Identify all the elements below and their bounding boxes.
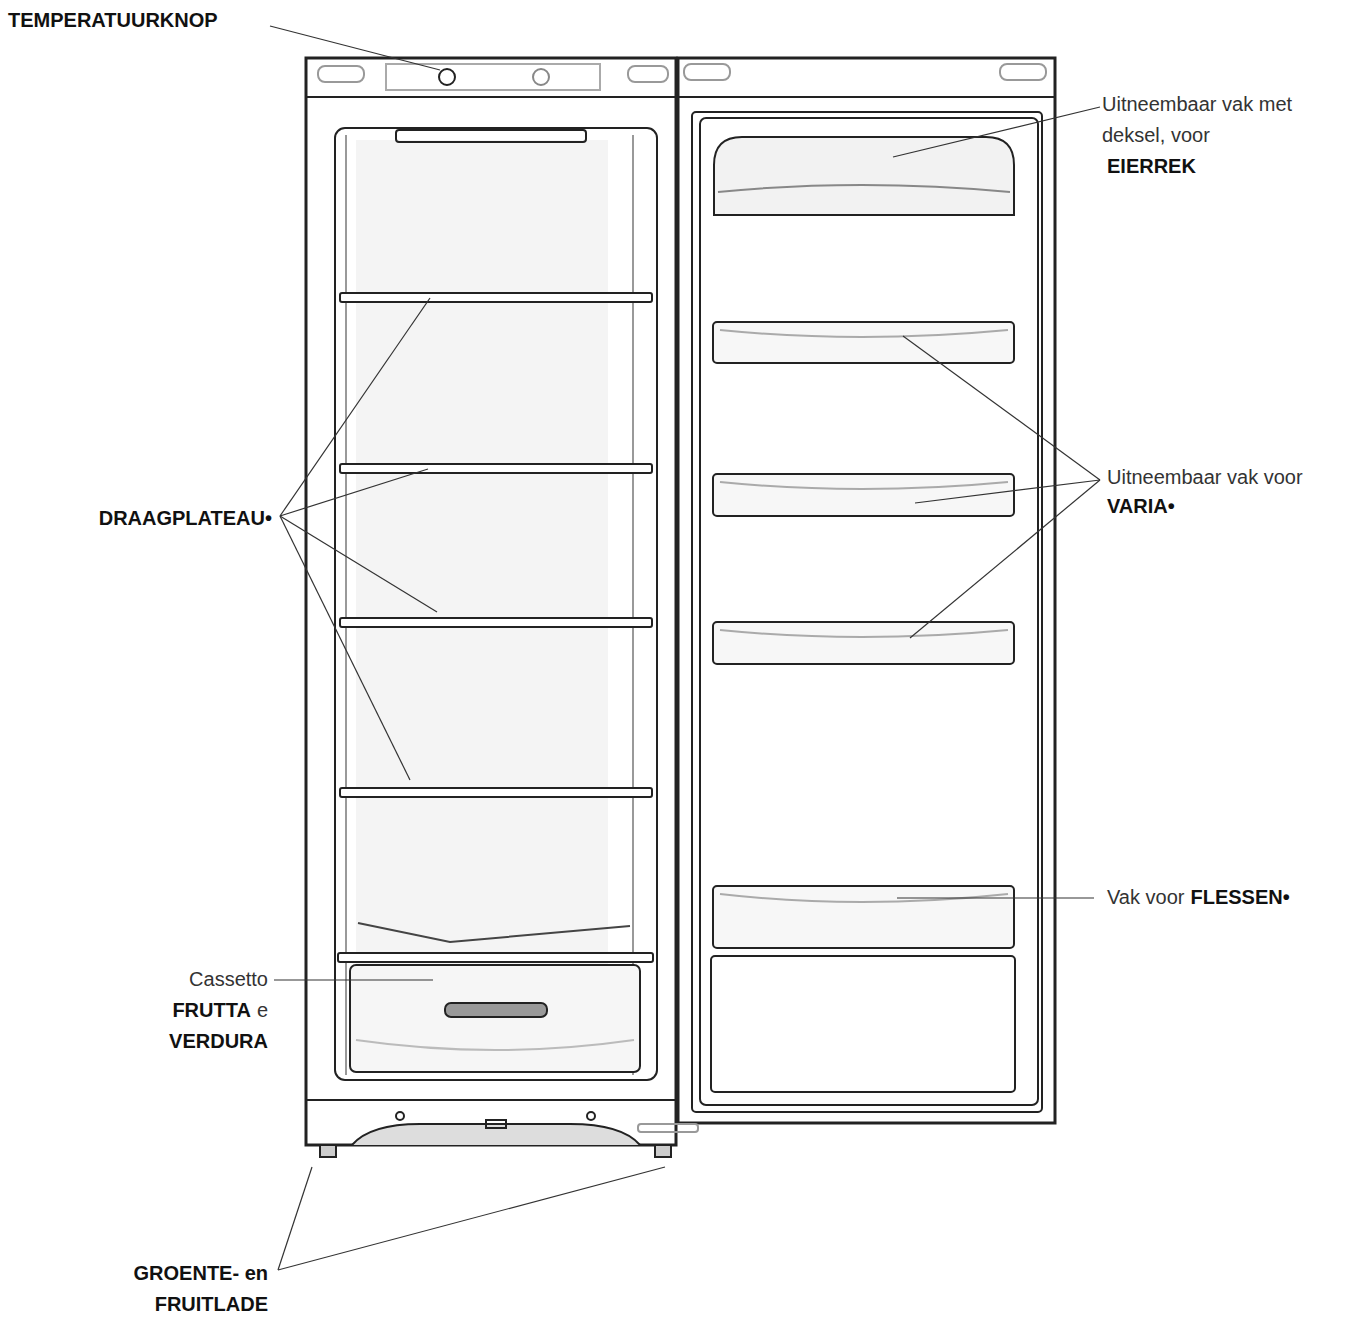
part-label: Cassetto (189, 968, 268, 990)
part-label: TEMPERATUURKNOP (8, 9, 218, 31)
part-label: EIERREK (1107, 155, 1196, 177)
label-line: Uitneembaar vak met deksel, voor (1102, 89, 1340, 151)
label-line: EIERREK (1107, 151, 1196, 182)
part-label: FLESSEN• (1190, 886, 1289, 908)
label-line: VERDURA (169, 1026, 268, 1057)
part-label: e (257, 999, 268, 1021)
part-label: FRUTTA (172, 999, 251, 1021)
label-line: GROENTE- en FRUITLADE (93, 1258, 268, 1320)
part-label: Uitneembaar vak voor (1107, 466, 1303, 488)
part-label: VARIA• (1107, 495, 1175, 517)
label-line: Uitneembaar vak voor (1107, 462, 1303, 493)
label-line: Cassetto (189, 964, 268, 995)
label-line: TEMPERATUURKNOP (8, 5, 218, 36)
label-line: FRUTTA e (172, 995, 268, 1026)
part-label: DRAAGPLATEAU• (99, 507, 272, 529)
part-label: Uitneembaar vak met deksel, voor (1102, 93, 1292, 146)
label-line: Vak voor FLESSEN• (1107, 882, 1290, 913)
label-line: DRAAGPLATEAU• (99, 503, 272, 534)
part-label: GROENTE- en FRUITLADE (134, 1262, 268, 1315)
part-label: Vak voor (1107, 886, 1184, 908)
part-label: VERDURA (169, 1030, 268, 1052)
label-line: VARIA• (1107, 491, 1175, 522)
